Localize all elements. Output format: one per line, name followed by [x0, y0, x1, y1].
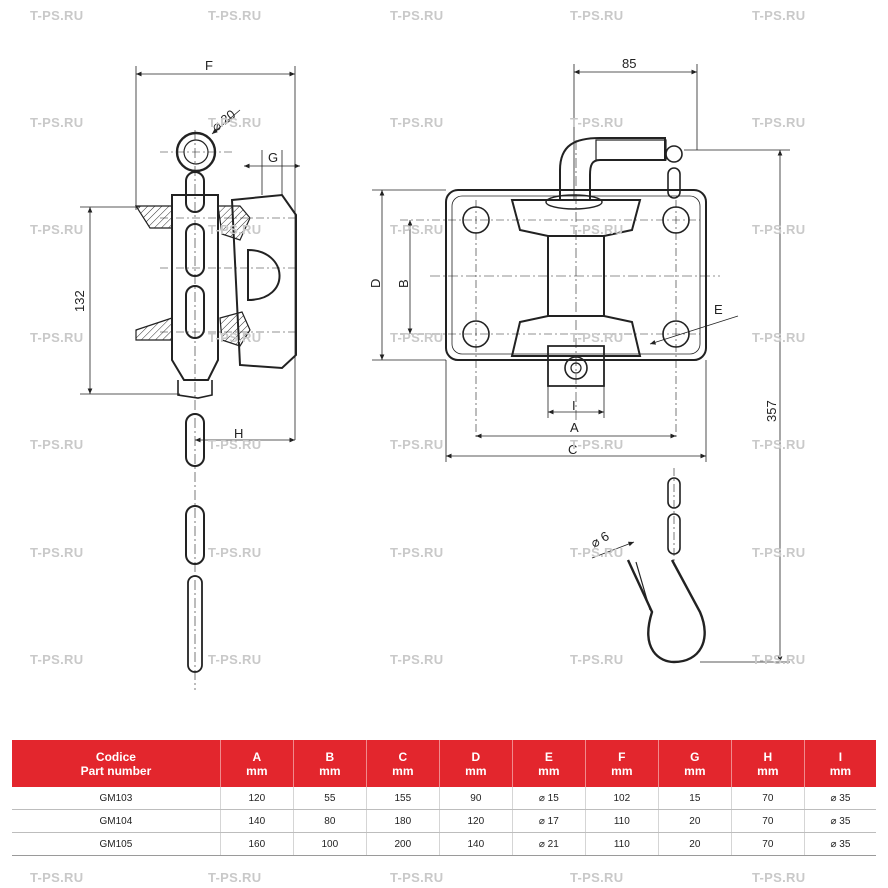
dim-label-f: F — [205, 58, 213, 73]
table-cell: 110 — [585, 832, 659, 856]
table-cell: 140 — [220, 809, 294, 833]
table-cell: 180 — [366, 809, 440, 833]
dim-label-d20: ⌀ 20 — [209, 107, 239, 135]
table-cell: ⌀ 21 — [512, 832, 586, 856]
table-cell: ⌀ 35 — [804, 787, 876, 810]
table-cell: GM104 — [12, 809, 221, 833]
table-cell: 20 — [658, 809, 732, 833]
table-cell: 55 — [293, 787, 367, 810]
dim-label-132: 132 — [72, 290, 87, 312]
table-cell: 80 — [293, 809, 367, 833]
dim-label-i: I — [572, 398, 576, 413]
dim-label-g: G — [268, 150, 278, 165]
table-cell: ⌀ 15 — [512, 787, 586, 810]
table-cell: 100 — [293, 832, 367, 856]
table-cell: 200 — [366, 832, 440, 856]
table-cell: 70 — [731, 809, 805, 833]
table-cell: 20 — [658, 832, 732, 856]
dim-label-c: C — [568, 442, 577, 457]
table-cell: 70 — [731, 787, 805, 810]
table-cell: ⌀ 35 — [804, 832, 876, 856]
table-cell: GM103 — [12, 787, 221, 810]
table-cell: 160 — [220, 832, 294, 856]
table-cell: 70 — [731, 832, 805, 856]
table-cell: GM105 — [12, 832, 221, 856]
table-cell: 110 — [585, 809, 659, 833]
table-cell: ⌀ 35 — [804, 809, 876, 833]
table-row: GM103 120 55 155 90 ⌀ 15 102 15 70 ⌀ 35 — [12, 787, 876, 810]
dim-label-e: E — [714, 302, 723, 317]
dim-label-85: 85 — [622, 56, 636, 71]
dim-label-h: H — [234, 426, 243, 441]
dim-label-d: D — [368, 279, 383, 288]
front-view — [372, 64, 790, 664]
table-cell: 90 — [439, 787, 513, 810]
table-cell: 155 — [366, 787, 440, 810]
table-cell: 102 — [585, 787, 659, 810]
side-view — [80, 66, 300, 690]
table-row: GM105 160 100 200 140 ⌀ 21 110 20 70 ⌀ 3… — [12, 832, 876, 856]
dim-label-b: B — [396, 279, 411, 288]
table-cell: 140 — [439, 832, 513, 856]
table-cell: ⌀ 17 — [512, 809, 586, 833]
table-cell: 15 — [658, 787, 732, 810]
table-cell: 120 — [220, 787, 294, 810]
dim-label-a: A — [570, 420, 579, 435]
dim-label-d6: ⌀ 6 — [588, 528, 612, 550]
dim-label-357: 357 — [764, 400, 779, 422]
table-row: GM104 140 80 180 120 ⌀ 17 110 20 70 ⌀ 35 — [12, 809, 876, 833]
table-cell: 120 — [439, 809, 513, 833]
